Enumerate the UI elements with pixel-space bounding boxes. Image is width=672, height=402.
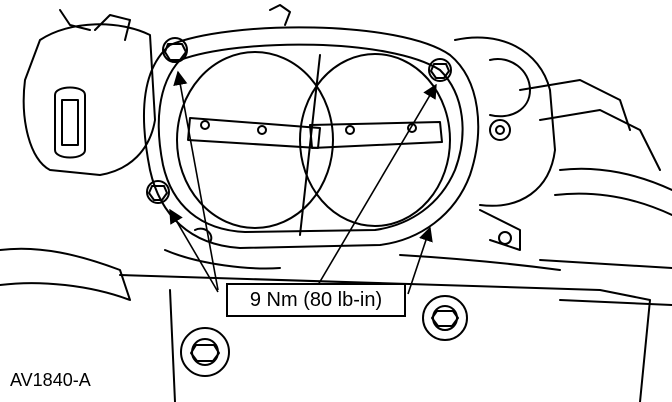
torque-label: 9 Nm (80 lb-in) [249, 288, 383, 311]
leader-arrow-upper-left [173, 70, 219, 291]
manifold-bolt-right [422, 295, 468, 341]
leader-arrow-upper-right [317, 83, 437, 286]
left-hose [0, 247, 131, 301]
flange-bolt-upper-right [428, 58, 452, 82]
flange-bolt-lower-left [146, 180, 170, 204]
leader-arrow-lower-right [407, 226, 433, 295]
throttle-body-flange [143, 26, 480, 249]
figure-id: AV1840-A [10, 370, 91, 390]
right-hose [559, 167, 672, 191]
right-throttle-bore [299, 53, 451, 227]
leader-arrow-lower-left [169, 208, 219, 293]
torque-callout: 9 Nm (80 lb-in) [226, 283, 406, 317]
right-housing [454, 36, 556, 207]
intake-manifold [119, 274, 651, 402]
flange-bolt-upper-left [162, 37, 188, 63]
left-housing [22, 23, 156, 176]
left-sensor [54, 86, 86, 159]
callout-leaders [169, 70, 437, 295]
throttle-plate-right [309, 121, 443, 149]
manifold-bolt-left [180, 327, 230, 377]
left-throttle-bore [176, 51, 334, 229]
